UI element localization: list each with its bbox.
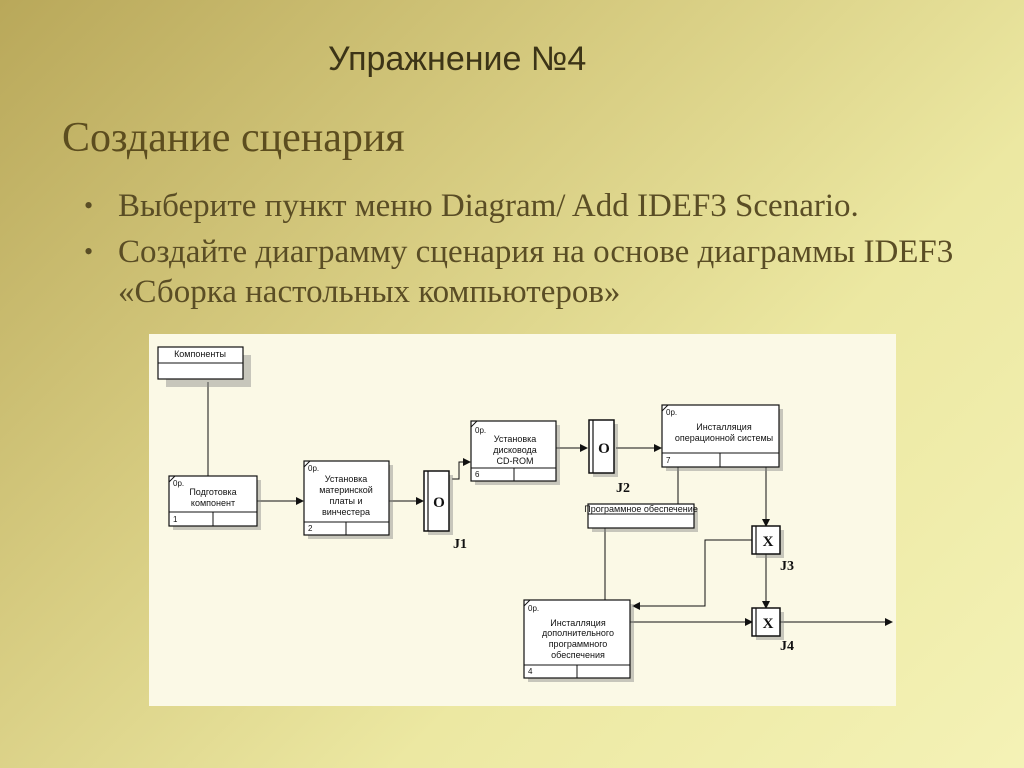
object-components-label: Компоненты bbox=[174, 349, 226, 359]
bullet-item: • Выберите пункт меню Diagram/ Add IDEF3… bbox=[82, 186, 1002, 226]
box-2-line: платы и bbox=[329, 496, 362, 506]
junction-j1-label: J1 bbox=[453, 537, 467, 552]
junction-j4[interactable]: X J4 bbox=[751, 607, 794, 654]
box-4-line: программного bbox=[549, 639, 608, 649]
uob-box-6[interactable]: 0р. Установка дисковода CD-ROM 6 bbox=[470, 420, 560, 485]
idef3-diagram: Компоненты 0р. Подготовка компонент 1 0р… bbox=[157, 346, 893, 682]
box-6-number: 6 bbox=[475, 470, 480, 479]
bullet-icon: • bbox=[84, 237, 94, 266]
bullet-item: • Создайте диаграмму сценария на основе … bbox=[82, 232, 1002, 312]
junction-j4-label: J4 bbox=[780, 639, 794, 654]
diagram-links bbox=[207, 382, 893, 626]
box-1-tag: 0р. bbox=[173, 479, 184, 488]
bullet-text: Выберите пункт меню Diagram/ Add IDEF3 S… bbox=[118, 188, 859, 224]
junction-j2-symbol: O bbox=[598, 441, 610, 457]
bullet-list: • Выберите пункт меню Diagram/ Add IDEF3… bbox=[82, 186, 1002, 318]
junction-j3-label: J3 bbox=[780, 559, 794, 574]
junction-j4-symbol: X bbox=[763, 616, 774, 632]
box-4-line: дополнительного bbox=[542, 628, 614, 638]
box-6-line: Установка bbox=[494, 434, 537, 444]
object-software-label-line: Программное обеспечение bbox=[584, 504, 697, 514]
uob-box-1[interactable]: 0р. Подготовка компонент 1 bbox=[168, 475, 261, 530]
junction-j2-label: J2 bbox=[616, 481, 630, 496]
idef3-diagram-panel: Компоненты 0р. Подготовка компонент 1 0р… bbox=[149, 334, 896, 706]
box-1-number: 1 bbox=[173, 515, 178, 524]
box-7-number: 7 bbox=[666, 456, 671, 465]
box-2-line: материнской bbox=[319, 485, 373, 495]
box-2-line: винчестера bbox=[322, 507, 370, 517]
junction-j3-symbol: X bbox=[763, 534, 774, 550]
slide-subtitle: Создание сценария bbox=[62, 115, 405, 161]
junction-j1-symbol: O bbox=[433, 495, 445, 511]
bullet-icon: • bbox=[84, 191, 94, 220]
box-4-number: 4 bbox=[528, 667, 533, 676]
uob-box-2[interactable]: 0р. Установка материнской платы и винчес… bbox=[303, 460, 393, 539]
link-j3-box4 bbox=[632, 539, 752, 610]
uob-box-4[interactable]: 0р. Инсталляция дополнительного программ… bbox=[523, 599, 634, 682]
link-j1-box6 bbox=[452, 458, 471, 480]
object-software-label: Программное обеспечение bbox=[584, 504, 697, 514]
box-4-tag: 0р. bbox=[528, 604, 539, 613]
junction-j1[interactable]: O J1 bbox=[423, 470, 467, 552]
box-6-tag: 0р. bbox=[475, 426, 486, 435]
box-1-line: компонент bbox=[191, 498, 235, 508]
box-2-tag: 0р. bbox=[308, 464, 319, 473]
bullet-text: Создайте диаграмму сценария на основе ди… bbox=[118, 234, 954, 310]
slide-title: Упражнение №4 bbox=[328, 40, 587, 78]
box-1-line: Подготовка bbox=[189, 487, 236, 497]
junction-j3[interactable]: X J3 bbox=[751, 525, 794, 574]
box-7-line: операционной системы bbox=[675, 433, 773, 443]
box-7-line: Инсталляция bbox=[696, 422, 752, 432]
object-components[interactable]: Компоненты bbox=[157, 346, 251, 387]
object-software[interactable]: Программное обеспечение bbox=[584, 503, 698, 532]
box-2-number: 2 bbox=[308, 524, 313, 533]
box-2-line: Установка bbox=[325, 474, 368, 484]
box-4-line: Инсталляция bbox=[550, 618, 606, 628]
box-6-line: дисковода bbox=[493, 445, 537, 455]
junction-j2[interactable]: O J2 bbox=[588, 419, 630, 496]
uob-box-7[interactable]: 0р. Инсталляция операционной системы 7 bbox=[661, 404, 783, 471]
box-6-line: CD-ROM bbox=[497, 456, 534, 466]
box-7-tag: 0р. bbox=[666, 408, 677, 417]
box-4-line: обеспечения bbox=[551, 650, 605, 660]
